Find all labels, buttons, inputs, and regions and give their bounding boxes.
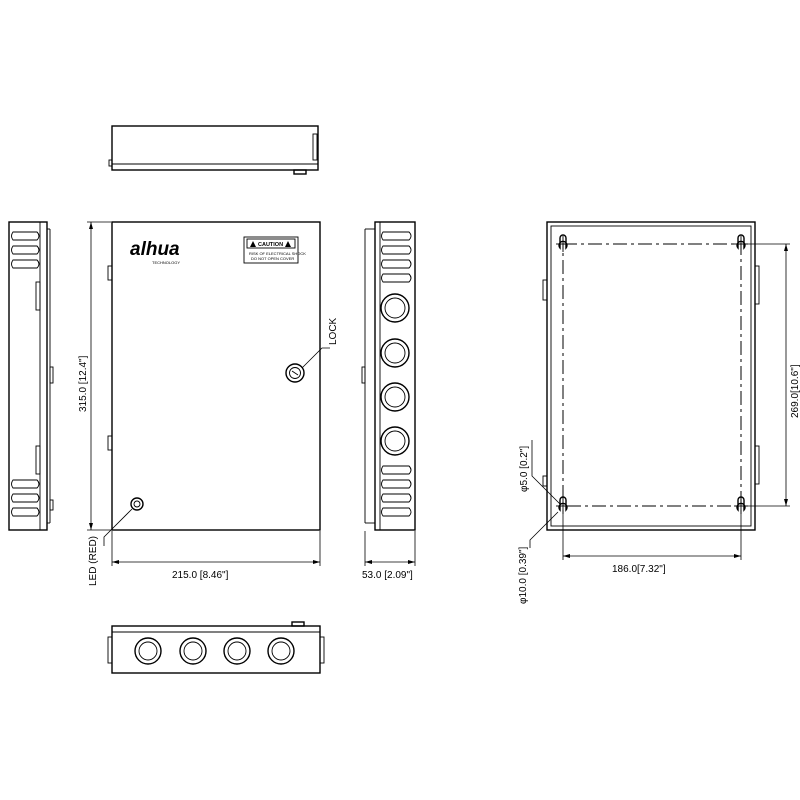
- height-label: 315.0 [12.4"]: [78, 355, 89, 412]
- mount-width-dimension: 186.0[7.32"]: [562, 510, 742, 575]
- mount-width-label: 186.0[7.32"]: [612, 564, 666, 575]
- caution-label: CAUTION RISK OF ELECTRICAL SHOCK DO NOT …: [243, 236, 306, 264]
- hole-large-label: φ10.0 [0.39"]: [518, 546, 529, 604]
- caution-line-2: DO NOT OPEN COVER: [251, 256, 294, 261]
- caution-line-1: RISK OF ELECTRICAL SHOCK: [249, 251, 306, 256]
- top-view: [108, 125, 319, 175]
- height-dimension: 315.0 [12.4"]: [78, 221, 111, 531]
- led-label: LED (RED): [88, 536, 99, 586]
- depth-label: 53.0 [2.09"]: [362, 570, 413, 581]
- mounting-hole-tl: [556, 234, 570, 252]
- led-indicator: [130, 497, 144, 511]
- width-dimension: 215.0 [8.46"]: [111, 531, 321, 581]
- mount-height-dimension: 269.0[10.6"]: [745, 243, 800, 507]
- lock-icon: [285, 363, 305, 383]
- rear-view: [542, 221, 760, 531]
- bottom-view: [107, 621, 325, 674]
- left-side-view: [8, 221, 54, 531]
- lock-label: LOCK: [328, 317, 339, 345]
- depth-dimension: 53.0 [2.09"]: [362, 531, 416, 581]
- mounting-pattern: [562, 243, 742, 507]
- front-view: alhua TECHNOLOGY CAUTION RISK OF ELECTRI…: [88, 221, 339, 586]
- warning-icon-left: [250, 241, 256, 247]
- right-side-view: [361, 221, 416, 531]
- brand-subtext: TECHNOLOGY: [152, 260, 180, 265]
- width-label: 215.0 [8.46"]: [172, 570, 229, 581]
- hole-small-label: φ5.0 [0.2"]: [519, 446, 530, 492]
- caution-title: CAUTION: [258, 242, 283, 248]
- mount-height-label: 269.0[10.6"]: [790, 364, 800, 418]
- hole-callouts: φ5.0 [0.2"] φ10.0 [0.39"]: [518, 440, 561, 604]
- mounting-hole-tr: [734, 234, 748, 252]
- brand-logo: alhua: [130, 239, 180, 260]
- warning-icon-right: [285, 241, 291, 247]
